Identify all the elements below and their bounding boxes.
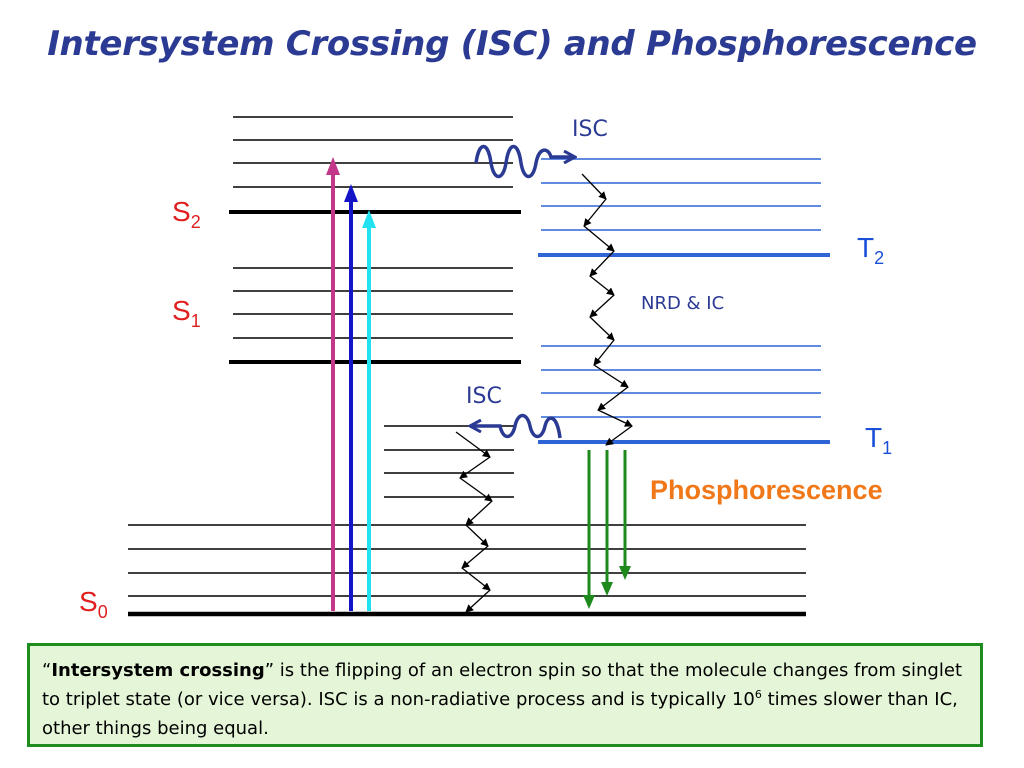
phosphorescence-arrow	[583, 450, 595, 609]
label-t1: T1	[865, 422, 892, 458]
slide-title: Intersystem Crossing (ISC) and Phosphore…	[47, 24, 977, 64]
definition-text-1: ” is the flipping of an electron spin so…	[42, 660, 962, 710]
absorption-arrow-cyan	[362, 210, 376, 611]
definition-open-quote: “	[42, 660, 52, 681]
phosphorescence-arrow	[601, 450, 613, 596]
definition-text-2: times slower than IC, other things being…	[42, 689, 958, 739]
label-isc-reverse: ISC	[466, 384, 502, 409]
phosphorescence-arrow	[619, 450, 631, 580]
definition-box: “Intersystem crossing” is the flipping o…	[27, 643, 983, 747]
s0-levels	[128, 524, 806, 617]
singlet-reverse-isc-levels	[384, 425, 514, 498]
isc-wave-reverse-arrow	[470, 413, 562, 439]
singlet-upper-levels	[229, 116, 521, 364]
label-t2: T2	[857, 232, 884, 268]
absorption-arrow-magenta	[326, 157, 340, 611]
label-nrd-ic: NRD & IC	[641, 293, 724, 314]
absorption-arrow-blue	[344, 184, 358, 611]
definition-base: 10	[731, 689, 755, 710]
label-isc-forward: ISC	[572, 117, 608, 142]
label-s1: S1	[172, 295, 201, 331]
isc-wave-forward-arrow	[474, 144, 575, 179]
definition-term: Intersystem crossing	[51, 660, 265, 681]
triplet-levels	[538, 158, 830, 444]
definition-exponent: 6	[754, 688, 762, 701]
nrd-ic-relaxation-arrows	[581, 173, 633, 446]
singlet-relaxation-arrows	[455, 431, 493, 613]
energy-level-diagram: S2 S1 S0 T2 T1 ISC ISC NRD & IC Phosphor…	[79, 116, 892, 622]
label-s2: S2	[172, 196, 201, 232]
label-phosphorescence: Phosphorescence	[650, 475, 883, 505]
phosphorescence-arrows	[583, 450, 631, 609]
label-s0: S0	[79, 586, 108, 622]
absorption-arrows	[326, 157, 376, 611]
